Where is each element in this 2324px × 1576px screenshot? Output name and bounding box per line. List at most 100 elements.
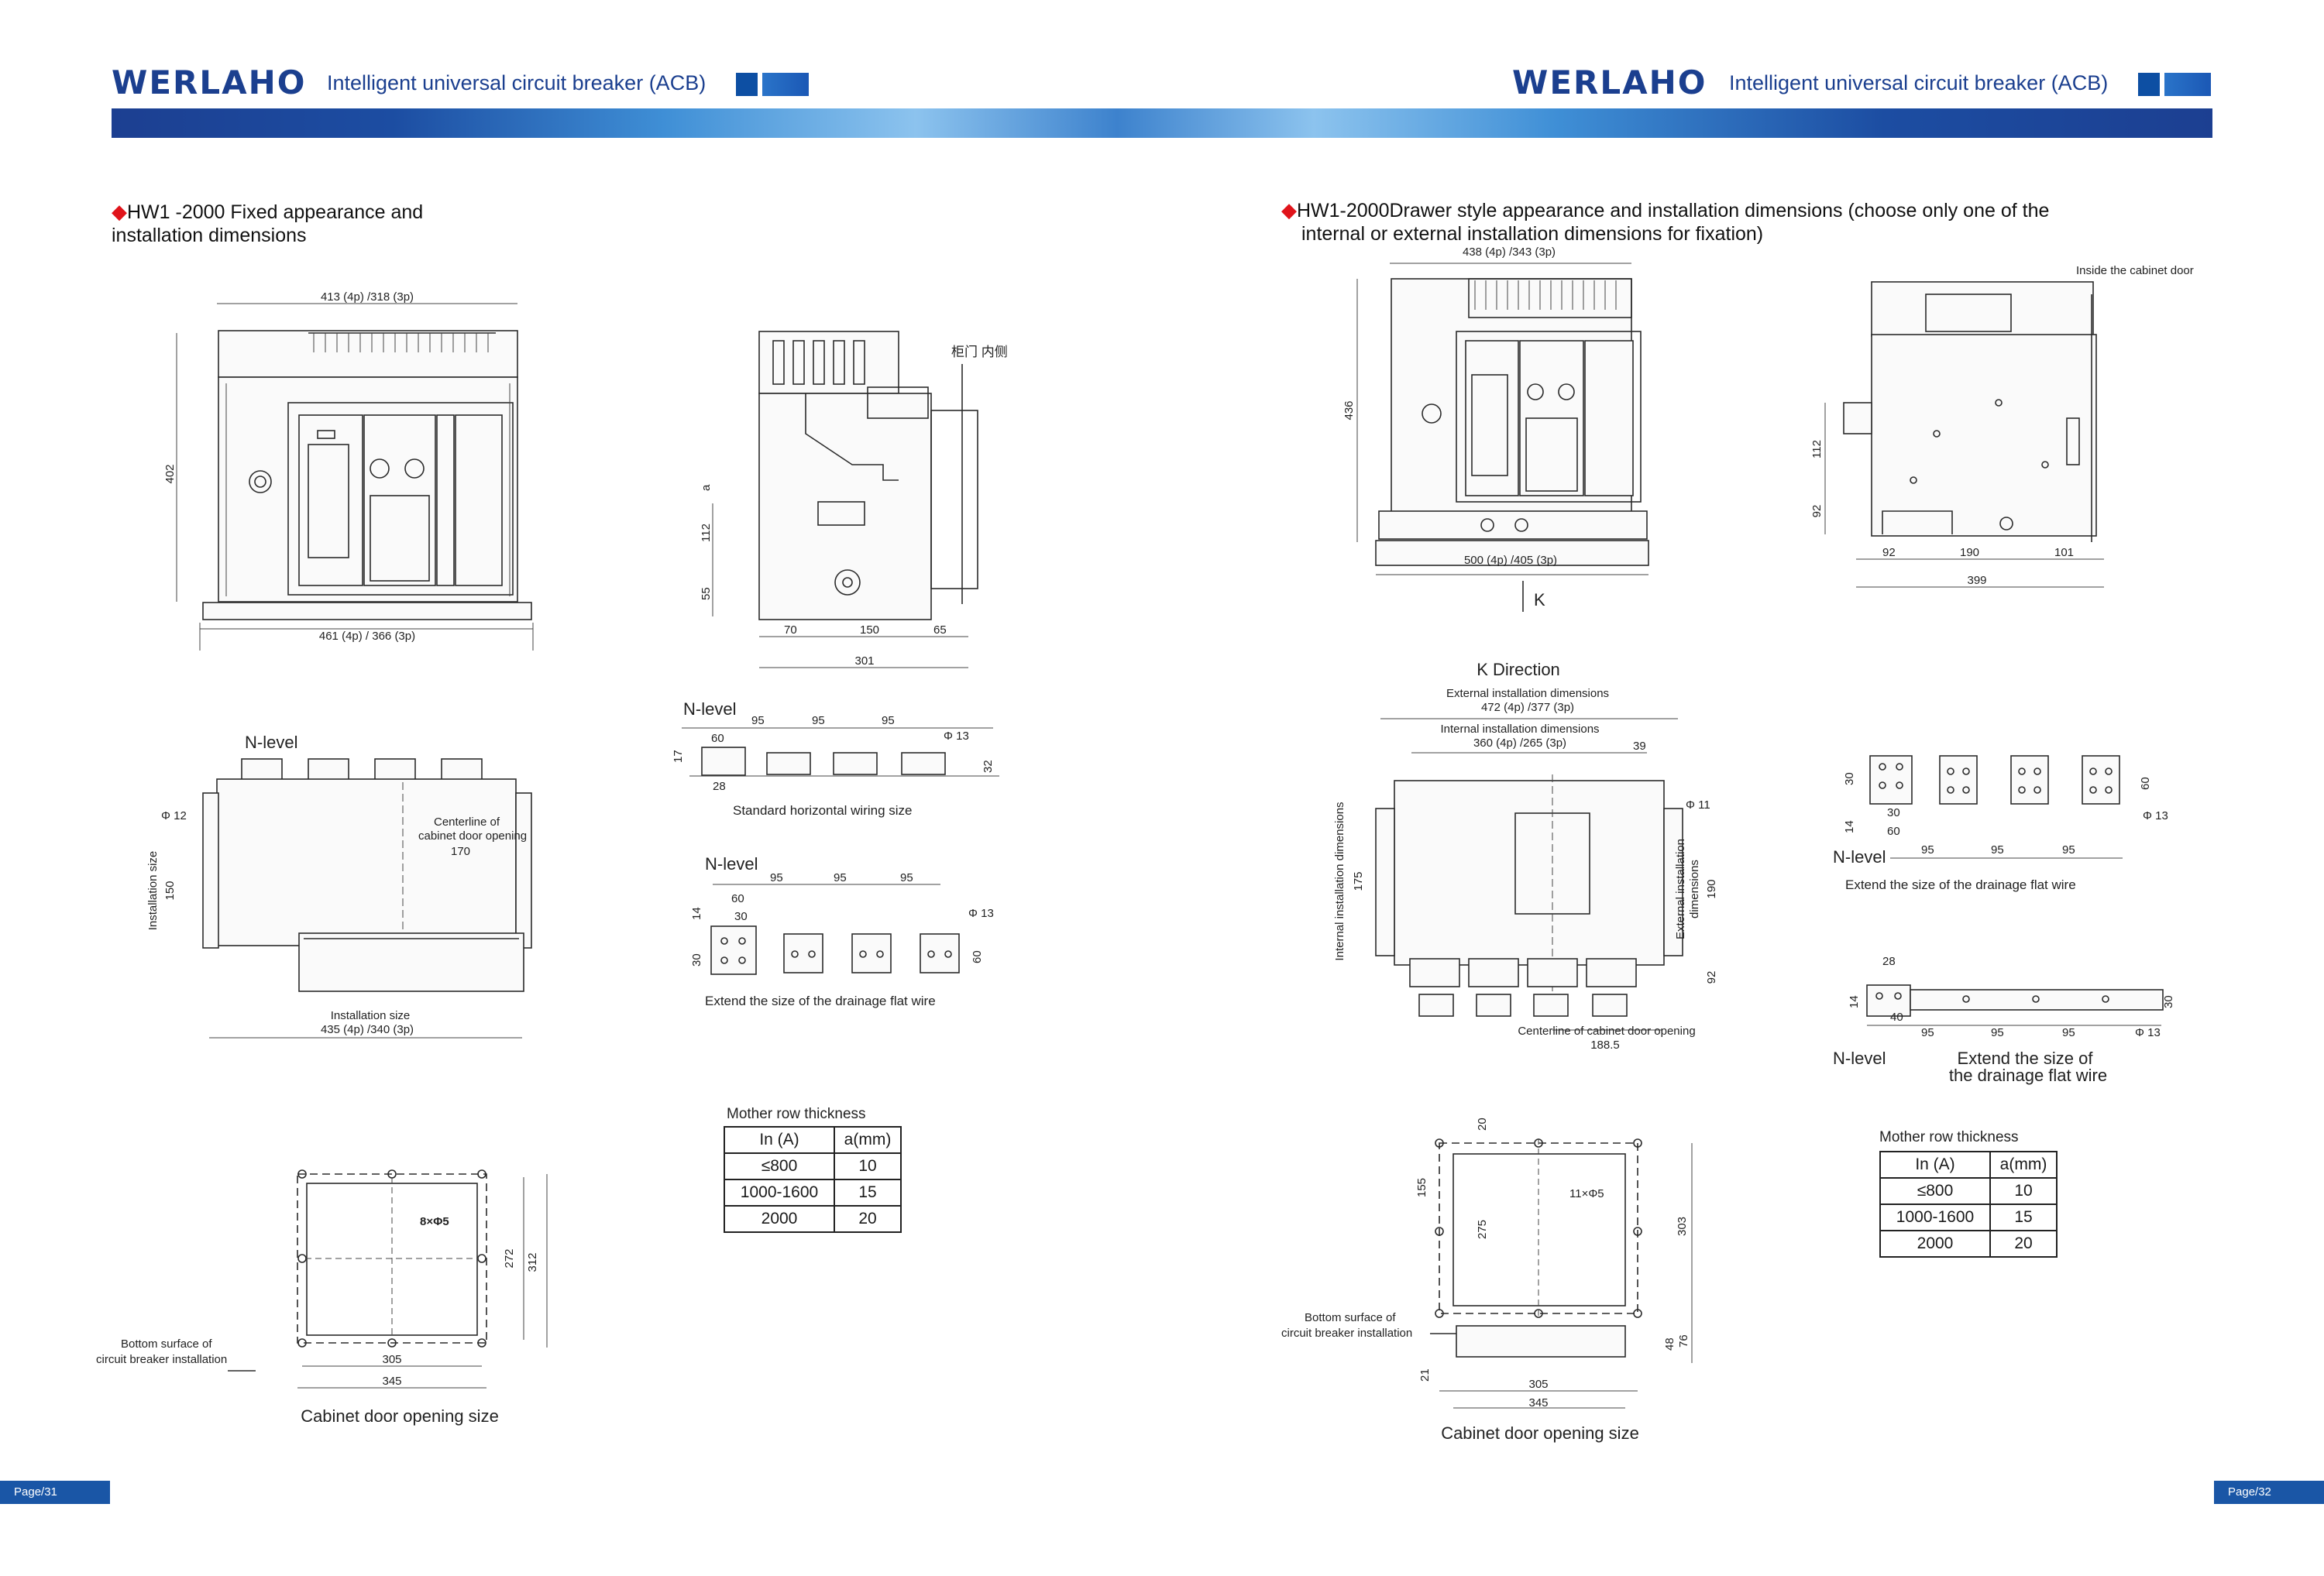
svg-text:112: 112	[1810, 440, 1824, 458]
svg-text:95: 95	[751, 714, 765, 727]
svg-text:95: 95	[1921, 843, 1934, 857]
drawer-side-view: Inside the cabinet door 112 92 92 190 10…	[1810, 264, 2194, 588]
svg-text:Bottom surface of: Bottom surface of	[121, 1337, 212, 1351]
svg-text:150: 150	[860, 623, 879, 637]
svg-text:155: 155	[1415, 1178, 1428, 1197]
svg-text:11×Φ5: 11×Φ5	[1569, 1187, 1604, 1200]
svg-text:Standard horizontal wiring siz: Standard horizontal wiring size	[733, 803, 913, 818]
svg-text:Φ 13: Φ 13	[2143, 809, 2168, 822]
header-band-right	[1117, 108, 2212, 138]
svg-text:272: 272	[503, 1248, 516, 1268]
svg-text:External installation: External installation	[1674, 839, 1687, 939]
drainage-wire-drawing-right-vertical: 30 14 30 60 60 Φ 13 95 95 95 N-level Ext…	[1833, 755, 2168, 892]
svg-text:Centerline of: Centerline of	[434, 815, 500, 829]
svg-text:30: 30	[2162, 995, 2175, 1008]
svg-text:Extend the size of the drainag: Extend the size of the drainage flat wir…	[705, 994, 936, 1008]
svg-text:95: 95	[882, 714, 895, 727]
svg-text:95: 95	[1921, 1026, 1934, 1039]
svg-text:95: 95	[1991, 1026, 2004, 1039]
svg-text:14: 14	[1843, 820, 1856, 833]
svg-text:Cabinet door opening size: Cabinet door opening size	[1441, 1423, 1639, 1443]
page-number-left: Page/31	[0, 1481, 110, 1504]
svg-text:70: 70	[784, 623, 797, 637]
mother-row-caption-left: Mother row thickness	[727, 1106, 866, 1122]
k-direction-view: K Direction External installation dimens…	[1333, 660, 1718, 1052]
svg-text:305: 305	[382, 1353, 401, 1366]
svg-text:14: 14	[1848, 995, 1861, 1008]
svg-text:55: 55	[700, 587, 713, 600]
fixed-side-view: 柜门 内侧 a 112 55 70 150 65 301	[700, 331, 1008, 668]
svg-text:N-level: N-level	[1833, 847, 1886, 867]
svg-text:303: 303	[1676, 1217, 1689, 1236]
svg-text:101: 101	[2054, 546, 2074, 559]
svg-text:circuit breaker installation: circuit breaker installation	[1281, 1327, 1412, 1340]
svg-text:30: 30	[1887, 806, 1900, 819]
svg-text:190: 190	[1705, 879, 1718, 898]
svg-text:60: 60	[1887, 825, 1900, 838]
svg-text:312: 312	[526, 1252, 539, 1272]
svg-text:92: 92	[1810, 505, 1824, 518]
table-header-row: In (A)a(mm)	[724, 1126, 902, 1154]
dim-top-front-left: 413 (4p) /318 (3p)	[321, 290, 414, 304]
horizontal-wiring-drawing: N-level 95 95 95 60 Φ 13 17 28 32 Standa…	[672, 699, 999, 818]
svg-text:Internal installation dimensio: Internal installation dimensions	[1440, 723, 1599, 736]
svg-text:95: 95	[900, 871, 913, 884]
svg-text:95: 95	[812, 714, 825, 727]
svg-text:Φ 13: Φ 13	[968, 907, 994, 920]
fixed-bottom-view: N-level Φ 12 Installation size 150 Cente…	[146, 733, 532, 1039]
door-opening-right: 11×Φ5 20 155 275 303 48 76 21 305 345 Bo…	[1281, 1118, 1693, 1443]
header-title-right: Intelligent universal circuit breaker (A…	[1729, 71, 2109, 94]
svg-text:Φ 13: Φ 13	[2135, 1026, 2161, 1039]
drainage-wire-drawing-left: N-level 95 95 95 60 30 14 30 Φ 13 60 Ext…	[690, 854, 994, 1008]
svg-text:circuit breaker installation: circuit breaker installation	[96, 1353, 227, 1366]
header-accent-right	[2138, 73, 2211, 96]
svg-text:360 (4p) /265 (3p): 360 (4p) /265 (3p)	[1473, 736, 1566, 750]
header-title-left: Intelligent universal circuit breaker (A…	[327, 71, 706, 94]
svg-text:32: 32	[982, 760, 995, 773]
svg-text:8×Φ5: 8×Φ5	[420, 1215, 449, 1228]
svg-text:500 (4p) /405 (3p): 500 (4p) /405 (3p)	[1464, 554, 1557, 567]
svg-text:472 (4p) /377 (3p): 472 (4p) /377 (3p)	[1481, 701, 1574, 714]
svg-text:39: 39	[1633, 740, 1646, 753]
svg-text:48: 48	[1663, 1337, 1676, 1351]
svg-text:N-level: N-level	[683, 699, 736, 719]
section-title-right: ◆HW1-2000Drawer style appearance and ins…	[1281, 198, 2050, 245]
door-opening-left: 8×Φ5 272 312 305 345 Bottom surface of c…	[96, 1169, 548, 1426]
svg-text:Φ 12: Φ 12	[161, 809, 187, 822]
svg-text:Φ 13: Φ 13	[944, 730, 969, 743]
svg-text:21: 21	[1418, 1368, 1432, 1382]
svg-text:92: 92	[1882, 546, 1896, 559]
svg-text:95: 95	[2062, 1026, 2075, 1039]
svg-text:436: 436	[1342, 400, 1356, 420]
drawer-front-view: 438 (4p) /343 (3p) 436 500 (4p) /405 (3p…	[1342, 245, 1649, 612]
svg-text:40: 40	[1890, 1011, 1903, 1024]
svg-text:K: K	[1534, 590, 1545, 609]
svg-text:60: 60	[731, 892, 744, 905]
svg-text:275: 275	[1476, 1220, 1489, 1239]
svg-text:Installation size: Installation size	[331, 1009, 411, 1022]
svg-text:76: 76	[1677, 1334, 1690, 1348]
svg-text:N-level: N-level	[1833, 1049, 1886, 1068]
svg-text:Extend the size of the drainag: Extend the size of the drainage flat wir…	[1845, 877, 2076, 892]
svg-text:20: 20	[1476, 1118, 1489, 1131]
svg-text:305: 305	[1528, 1378, 1548, 1391]
header-accent-left	[736, 73, 809, 96]
svg-text:190: 190	[1960, 546, 1979, 559]
svg-text:28: 28	[1882, 955, 1896, 968]
svg-text:461 (4p) / 366 (3p): 461 (4p) / 366 (3p)	[319, 630, 415, 643]
svg-text:17: 17	[672, 750, 685, 763]
svg-text:65: 65	[933, 623, 947, 637]
svg-text:402: 402	[163, 464, 177, 483]
svg-text:60: 60	[2139, 777, 2152, 790]
svg-text:170: 170	[451, 845, 470, 858]
svg-text:External installation dimensio: External installation dimensions	[1446, 687, 1609, 700]
svg-text:14: 14	[690, 907, 703, 920]
